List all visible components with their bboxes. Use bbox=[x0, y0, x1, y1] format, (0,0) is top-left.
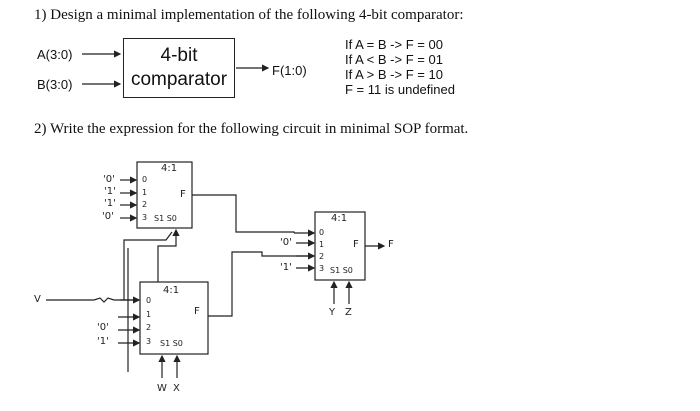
rule-less: If A < B -> F = 01 bbox=[345, 52, 443, 67]
mux2-pin-3: 3 bbox=[146, 337, 152, 346]
mux1-input-0: '0' bbox=[103, 174, 115, 185]
mux1-output: F bbox=[180, 189, 186, 200]
comparator-title: 4-bit bbox=[160, 45, 198, 66]
comparator-rules: If A = B -> F = 00 If A < B -> F = 01 If… bbox=[345, 37, 455, 97]
question-2-text: 2) Write the expression for the followin… bbox=[34, 121, 469, 137]
input-a-label: A(3:0) bbox=[37, 47, 73, 62]
mux3-title: 4:1 bbox=[331, 213, 348, 224]
comparator-block: 4-bit comparator bbox=[123, 38, 235, 98]
question-1-text: 1) Design a minimal implementation of th… bbox=[34, 7, 464, 23]
mux3-input-0: '0' bbox=[280, 237, 292, 248]
mux3-pin-3: 3 bbox=[319, 264, 325, 273]
mux2-select-w: W bbox=[157, 383, 167, 394]
mux3-select: S1 S0 bbox=[330, 266, 353, 275]
mux2-v-input: V bbox=[34, 294, 41, 305]
mux1-input-3: '0' bbox=[102, 211, 114, 222]
mux2-pin-2: 2 bbox=[146, 323, 152, 332]
input-b-label: B(3:0) bbox=[37, 77, 73, 92]
rule-equal: If A = B -> F = 00 bbox=[345, 37, 443, 52]
rule-greater: If A > B -> F = 10 bbox=[345, 67, 443, 82]
mux1-input-1: '1' bbox=[104, 186, 116, 197]
rule-undefined: F = 11 is undefined bbox=[345, 82, 455, 97]
output-f-label: F(1:0) bbox=[272, 63, 307, 78]
mux1-select: S1 S0 bbox=[154, 214, 177, 223]
comparator-subtitle: comparator bbox=[130, 69, 228, 90]
mux1-pin-3: 3 bbox=[142, 213, 148, 222]
mux2-pin-1: 1 bbox=[146, 310, 152, 319]
mux2-select-x: X bbox=[173, 383, 180, 394]
mux1-title: 4:1 bbox=[161, 163, 178, 174]
mux2-output: F bbox=[194, 306, 200, 317]
mux1-input-2: '1' bbox=[104, 198, 116, 209]
mux2-pin-0: 0 bbox=[146, 296, 152, 305]
mux3-pin-0: 0 bbox=[319, 228, 325, 237]
mux3-select-z: Z bbox=[345, 307, 352, 318]
mux1-pin-0: 0 bbox=[142, 175, 148, 184]
mux3-pin-1: 1 bbox=[319, 240, 325, 249]
mux2-input-1: '1' bbox=[97, 336, 109, 347]
mux1-pin-1: 1 bbox=[142, 188, 148, 197]
mux3-input-1: '1' bbox=[280, 262, 292, 273]
mux2-select: S1 S0 bbox=[160, 339, 183, 348]
mux3-select-y: Y bbox=[329, 307, 336, 318]
mux3-pin-2: 2 bbox=[319, 252, 325, 261]
mux3-output: F bbox=[353, 239, 359, 250]
mux2-input-0: '0' bbox=[97, 322, 109, 333]
mux1-to-mux3-wire bbox=[192, 194, 295, 233]
mux1-pin-2: 2 bbox=[142, 200, 148, 209]
mux3-output-arrow-label: F bbox=[388, 239, 394, 250]
mux2-title: 4:1 bbox=[163, 285, 180, 296]
